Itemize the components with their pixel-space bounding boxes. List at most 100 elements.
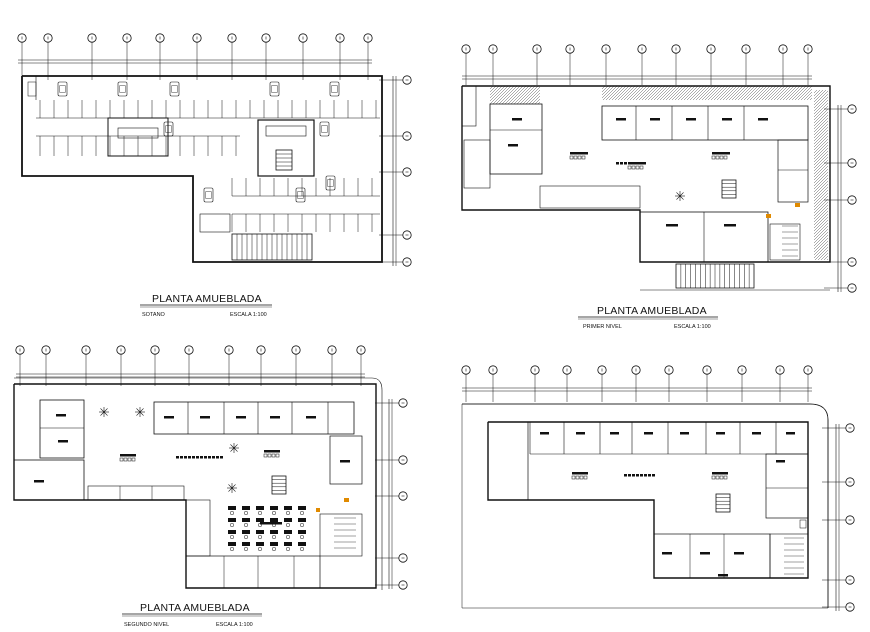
chair-symbol xyxy=(639,165,644,170)
desk-symbol xyxy=(734,552,744,555)
car-symbol xyxy=(325,175,336,191)
room-outline xyxy=(769,223,801,261)
wall-line xyxy=(492,85,512,105)
wall-line xyxy=(813,108,829,124)
chair-symbol xyxy=(575,475,580,480)
chair-symbol xyxy=(257,546,263,552)
wall-line xyxy=(813,89,824,100)
wall-line xyxy=(813,171,829,187)
car-body xyxy=(203,187,214,203)
car-symbol xyxy=(57,81,68,97)
grid-axis-column xyxy=(379,75,412,267)
desk-symbol xyxy=(616,118,626,121)
wall-line xyxy=(813,147,829,163)
plan-title: PLANTA AMUEBLADA xyxy=(597,305,707,317)
desk-symbol xyxy=(196,456,199,459)
car-roof xyxy=(271,85,278,93)
chair-symbol xyxy=(243,534,249,540)
desk-symbol xyxy=(34,480,44,483)
wall-line xyxy=(136,411,141,416)
chair-symbol xyxy=(123,457,128,462)
desk-symbol xyxy=(652,474,655,477)
wall-line xyxy=(601,85,606,90)
desk-symbol xyxy=(306,416,316,419)
floor-plans-layer xyxy=(13,75,831,609)
room-outline xyxy=(539,185,641,209)
car-roof xyxy=(119,85,126,93)
chair-symbol xyxy=(711,475,716,480)
room-outline xyxy=(153,401,355,435)
wall-line xyxy=(731,85,747,101)
wall-line xyxy=(230,444,235,449)
desk-symbol xyxy=(200,416,210,419)
balcony-line xyxy=(462,403,829,608)
desk-symbol xyxy=(644,474,647,477)
room-outline xyxy=(271,475,287,495)
desk-symbol xyxy=(752,432,761,435)
wall-line xyxy=(647,85,663,101)
wall-line xyxy=(716,85,732,101)
wall-line xyxy=(806,94,813,101)
wall-line xyxy=(659,85,675,101)
wall-line xyxy=(743,85,759,101)
wall-line xyxy=(510,85,530,105)
car-body xyxy=(269,81,280,97)
desk-symbol xyxy=(270,518,278,522)
desk-symbol xyxy=(236,416,246,419)
desk-symbol xyxy=(256,530,264,534)
plan-level-label: SOTANO xyxy=(142,312,166,318)
wall-line xyxy=(620,85,636,101)
wall-line xyxy=(680,85,696,101)
wall-line xyxy=(719,85,735,101)
wall-line xyxy=(725,85,741,101)
wall-line xyxy=(602,85,618,101)
car-symbol xyxy=(295,187,306,203)
wall-line xyxy=(103,411,108,416)
wall-line xyxy=(813,210,829,226)
desk-symbol xyxy=(284,542,292,546)
desk-symbol xyxy=(712,472,728,475)
wall-line xyxy=(686,85,702,101)
wall-line xyxy=(650,85,666,101)
wall-line xyxy=(233,447,238,452)
building-outline xyxy=(487,421,809,579)
wall-line xyxy=(679,195,684,200)
wall-line xyxy=(813,117,829,133)
plan-level-label: SEGUNDO NIVEL xyxy=(124,622,169,628)
chair-symbol xyxy=(723,155,728,160)
wall-line xyxy=(100,408,105,413)
stamp-mark xyxy=(344,498,349,502)
desk-symbol xyxy=(636,474,639,477)
desk-symbol xyxy=(340,460,350,463)
desk-symbol xyxy=(176,456,179,459)
hatch-pattern xyxy=(489,85,541,105)
wall-line xyxy=(764,85,780,101)
desk-symbol xyxy=(632,474,635,477)
wall-line xyxy=(489,85,503,99)
car-roof xyxy=(321,125,328,133)
stamp-mark xyxy=(766,214,771,218)
wall-line xyxy=(794,85,810,101)
chair-symbol xyxy=(631,165,636,170)
desk-symbol xyxy=(284,518,292,522)
chair-symbol xyxy=(569,155,574,160)
room-outline xyxy=(117,127,159,139)
car-symbol xyxy=(269,81,280,97)
room-outline xyxy=(489,103,543,175)
desk-symbol xyxy=(56,414,66,417)
desk-symbol xyxy=(284,506,292,510)
wall-line xyxy=(813,153,829,169)
desk-symbol xyxy=(200,456,203,459)
room-outline xyxy=(185,555,321,589)
chair-symbol xyxy=(243,522,249,528)
room-outline xyxy=(27,81,37,97)
chair-symbol xyxy=(229,522,235,528)
wall-line xyxy=(813,123,829,139)
wall-line xyxy=(813,177,829,193)
wall-line xyxy=(641,85,657,101)
car-body xyxy=(325,175,336,191)
wall-line xyxy=(813,129,829,145)
wall-line xyxy=(813,168,829,184)
wall-line xyxy=(773,85,789,101)
chair-symbol xyxy=(285,510,291,516)
